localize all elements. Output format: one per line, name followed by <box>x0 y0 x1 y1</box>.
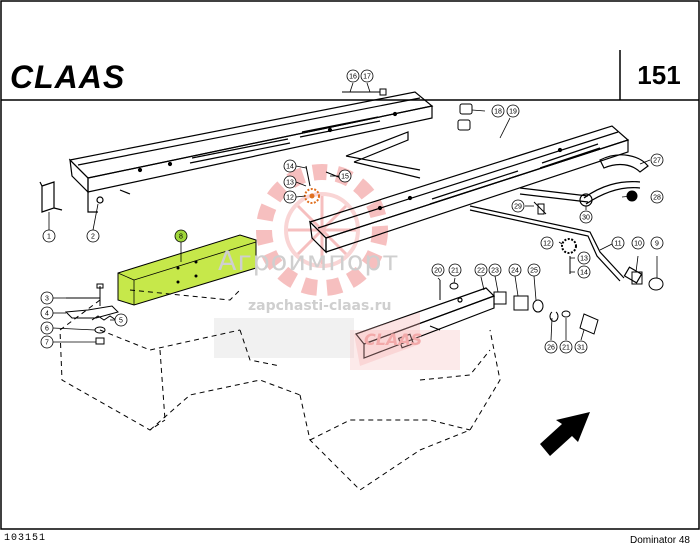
svg-text:15: 15 <box>341 174 349 181</box>
watermark-logo: CLAAS <box>364 330 423 349</box>
svg-text:30: 30 <box>582 215 590 222</box>
svg-text:17: 17 <box>363 74 371 81</box>
svg-text:8: 8 <box>179 234 183 241</box>
svg-text:21: 21 <box>451 268 459 275</box>
svg-text:5: 5 <box>119 318 123 325</box>
callout-c31: 31 <box>574 340 588 354</box>
callout-c13a: 13 <box>283 175 297 189</box>
callout-c21a: 21 <box>448 263 462 277</box>
cross-beam <box>345 131 649 207</box>
svg-text:29: 29 <box>514 204 522 211</box>
svg-text:6: 6 <box>45 326 49 333</box>
highlighted-cover-plate <box>117 234 257 306</box>
svg-text:10: 10 <box>634 241 642 248</box>
right-frame-rail <box>308 125 630 254</box>
callout-c12a: 12 <box>283 190 297 204</box>
svg-text:18: 18 <box>494 109 502 116</box>
page-number: 151 <box>637 60 681 90</box>
callout-c4: 4 <box>40 306 54 320</box>
callout-c14a: 14 <box>283 159 297 173</box>
callout-c23: 23 <box>488 263 502 277</box>
brand-logo: CLAAS <box>10 59 125 95</box>
callout-c20: 20 <box>431 263 445 277</box>
callout-c16: 16 <box>346 69 360 83</box>
callout-c11: 11 <box>611 236 625 250</box>
callout-c10: 10 <box>631 236 645 250</box>
svg-text:21: 21 <box>562 345 570 352</box>
watermark-box <box>214 318 354 358</box>
mounting-bracket <box>39 181 63 213</box>
svg-text:23: 23 <box>491 268 499 275</box>
drawing-code: 103151 <box>4 533 47 544</box>
svg-text:13: 13 <box>580 256 588 263</box>
svg-text:7: 7 <box>45 340 49 347</box>
svg-text:14: 14 <box>580 270 588 277</box>
direction-arrow-icon <box>540 412 590 456</box>
svg-text:2: 2 <box>91 234 95 241</box>
callout-c3: 3 <box>40 291 54 305</box>
svg-text:28: 28 <box>653 195 661 202</box>
svg-text:3: 3 <box>45 296 49 303</box>
callout-c1: 1 <box>42 229 56 243</box>
callout-c17: 17 <box>360 69 374 83</box>
callout-c25: 25 <box>527 263 541 277</box>
svg-text:19: 19 <box>509 109 517 116</box>
callout-c21b: 21 <box>559 340 573 354</box>
callout-c19: 19 <box>506 104 520 118</box>
callout-c2: 2 <box>86 229 100 243</box>
callout-c18: 18 <box>491 104 505 118</box>
callout-c15: 15 <box>338 169 352 183</box>
callout-c28: 28 <box>650 190 664 204</box>
callout-c12b: 12 <box>540 236 554 250</box>
svg-text:26: 26 <box>547 345 555 352</box>
callout-c8: 8 <box>174 229 188 243</box>
callout-c5: 5 <box>114 313 128 327</box>
svg-text:9: 9 <box>655 241 659 248</box>
svg-text:13: 13 <box>286 180 294 187</box>
svg-text:12: 12 <box>286 195 294 202</box>
svg-text:11: 11 <box>614 241 621 248</box>
callout-c27: 27 <box>650 153 664 167</box>
svg-text:20: 20 <box>434 268 442 275</box>
svg-text:16: 16 <box>349 74 357 81</box>
model-label: Dominator 48 <box>629 535 690 546</box>
svg-text:12: 12 <box>543 241 551 248</box>
callout-c13b: 13 <box>577 251 591 265</box>
svg-text:31: 31 <box>577 345 585 352</box>
left-frame-rail <box>68 91 434 213</box>
svg-text:27: 27 <box>653 158 661 165</box>
svg-text:1: 1 <box>47 234 51 241</box>
callout-c24: 24 <box>508 263 522 277</box>
callout-leader-lines <box>48 82 658 343</box>
callout-c9: 9 <box>650 236 664 250</box>
callout-c29: 29 <box>511 199 525 213</box>
watermark-url: zapchasti-claas.ru <box>248 298 392 314</box>
callout-c26: 26 <box>544 340 558 354</box>
callout-c22: 22 <box>474 263 488 277</box>
watermark-gear-icon <box>256 164 388 296</box>
shaft <box>469 205 643 284</box>
svg-text:14: 14 <box>286 164 294 171</box>
callout-c30: 30 <box>579 210 593 224</box>
callout-c7: 7 <box>40 335 54 349</box>
svg-text:22: 22 <box>477 268 485 275</box>
svg-text:25: 25 <box>530 268 538 275</box>
watermark-red-stripe <box>354 312 420 366</box>
grain-tank-outline <box>59 289 501 491</box>
svg-text:4: 4 <box>45 311 49 318</box>
svg-text:24: 24 <box>511 268 519 275</box>
callout-c6: 6 <box>40 321 54 335</box>
callout-c14b: 14 <box>577 265 591 279</box>
watermark-text: Агроимпорт <box>218 246 400 277</box>
callouts: 1 2 3 4 5 6 7 8 9 10 11 12 12 13 13 14 1… <box>40 69 664 354</box>
diagram-border <box>0 0 700 530</box>
